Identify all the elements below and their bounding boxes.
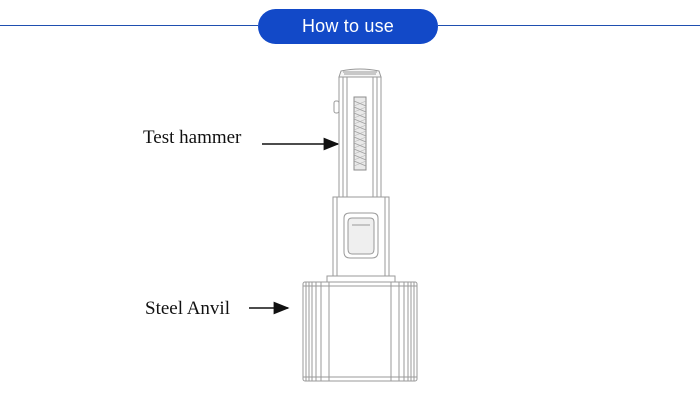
test-hammer-label: Test hammer: [143, 127, 242, 148]
header-rule-left: [0, 25, 258, 26]
header-rule-right: [438, 25, 700, 26]
steel-anvil: [302, 281, 418, 382]
steel-anvil-label: Steel Anvil: [145, 298, 230, 319]
test-hammer: [326, 68, 396, 283]
how-to-use-title: How to use: [258, 9, 438, 44]
